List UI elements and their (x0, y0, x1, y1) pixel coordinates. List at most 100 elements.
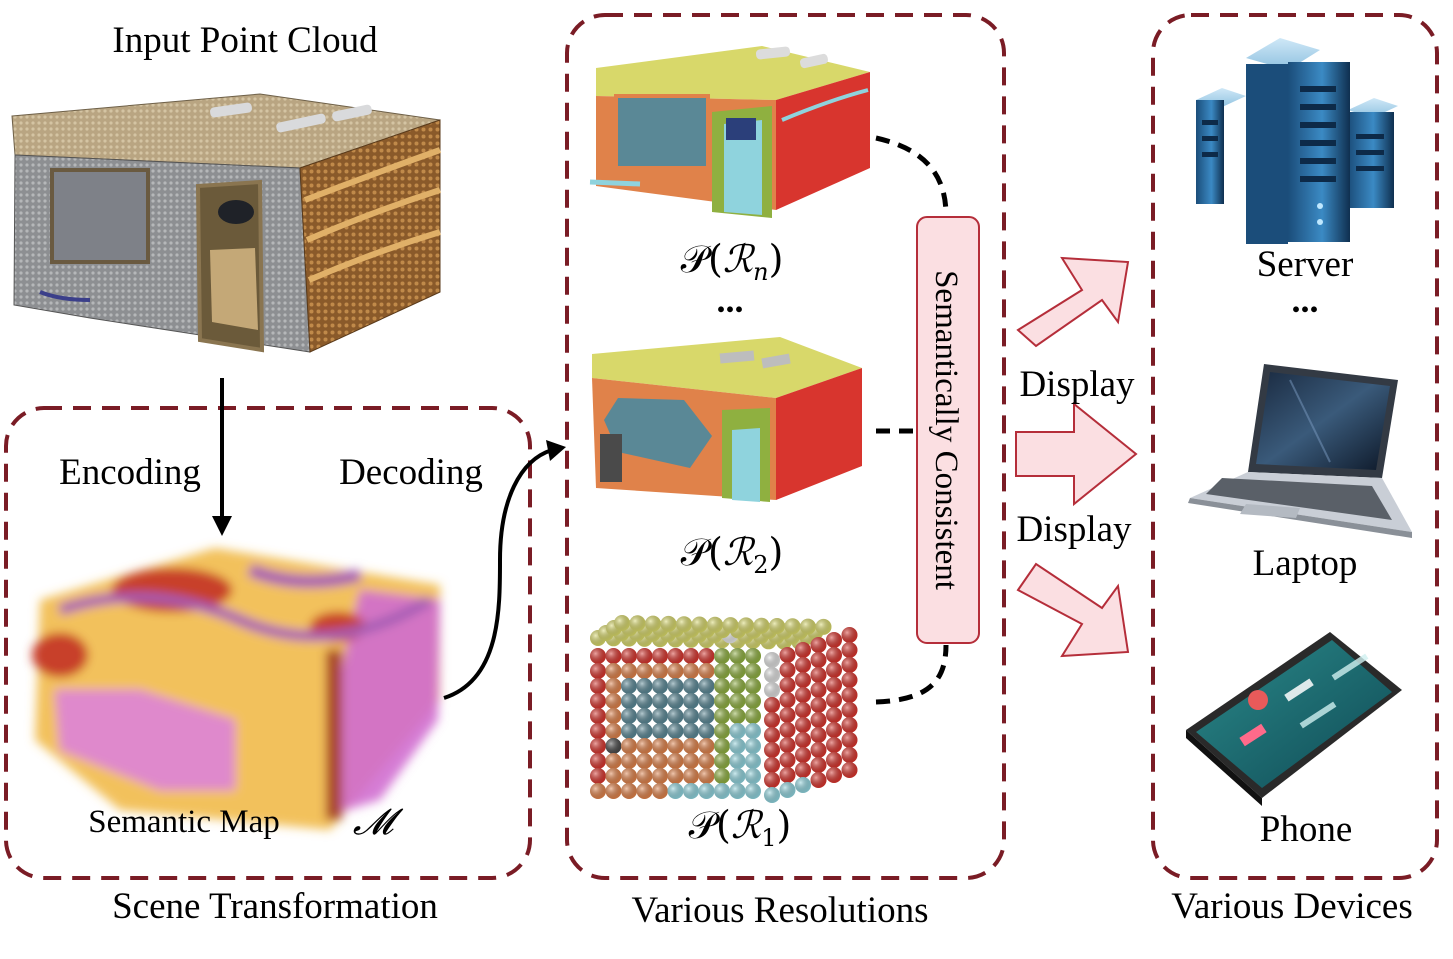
laptop-label: Laptop (1253, 543, 1358, 584)
voxel-sphere-shade (810, 697, 827, 713)
voxel-sphere-shade (764, 697, 780, 713)
voxel-sphere-shade (714, 738, 730, 754)
voxel-sphere-shade (683, 648, 699, 664)
voxel-sphere-shade (745, 708, 761, 724)
voxel-sphere-shade (683, 708, 699, 724)
voxel-sphere-shade (810, 682, 827, 698)
voxel-sphere-shade (691, 616, 708, 633)
voxel-sphere-shade (779, 677, 796, 693)
voxel-sphere-shade (764, 727, 780, 743)
voxel-sphere-shade (753, 617, 770, 634)
voxel-sphere-shade (667, 768, 684, 784)
server-label: Server (1257, 244, 1354, 285)
voxel-sphere-shade (795, 762, 811, 778)
voxel-sphere-shade (590, 678, 606, 694)
voxel-sphere-shade (784, 618, 801, 635)
voxel-sphere-shade (779, 722, 796, 738)
voxel-sphere-shade (810, 757, 827, 773)
voxel-sphere-shade (652, 768, 668, 784)
voxel-sphere-shade (738, 617, 754, 634)
voxel-sphere-shade (795, 702, 811, 718)
voxel-sphere-shade (795, 642, 811, 658)
voxel-sphere-shade (698, 708, 715, 724)
voxel-sphere-shade (590, 768, 606, 784)
voxel-sphere-shade (590, 753, 606, 769)
voxel-sphere-shade (745, 648, 761, 664)
voxel-sphere-shade (745, 693, 761, 709)
voxel-sphere-shade (729, 738, 746, 754)
voxel-sphere-shade (605, 693, 622, 709)
voxel-sphere-shade (621, 783, 637, 799)
various-devices-frame (1151, 13, 1439, 880)
voxel-sphere-shade (714, 753, 730, 769)
display-arrow-middle (1015, 401, 1138, 507)
voxel-sphere-shade (605, 738, 622, 754)
resolution-2-model (592, 337, 862, 502)
voxel-sphere-shade (826, 737, 842, 753)
input-point-cloud-title: Input Point Cloud (112, 20, 378, 61)
voxel-sphere-shade (645, 615, 661, 632)
voxel-sphere-shade (745, 783, 761, 799)
voxel-sphere-shade (729, 768, 746, 784)
voxel-sphere-shade (621, 678, 637, 694)
voxel-sphere-shade (764, 772, 780, 788)
semantically-consistent-label: Semantically Consistent (928, 270, 964, 590)
resolution-ellipsis: ... (717, 280, 744, 320)
resolution-2-label: 𝒫(ℛ2) (681, 530, 784, 579)
voxel-sphere-shade (621, 753, 637, 769)
voxel-sphere-shade (605, 783, 622, 799)
voxel-sphere-shade (605, 663, 622, 679)
voxel-sphere-shade (605, 723, 622, 739)
voxel-sphere-shade (605, 648, 622, 664)
voxel-sphere-shade (652, 693, 668, 709)
semantically-consistent-box (916, 216, 980, 644)
voxel-sphere-shade (698, 663, 715, 679)
voxel-sphere-shade (636, 678, 653, 694)
scene-transformation-frame (4, 406, 532, 880)
voxel-sphere-shade (745, 738, 761, 754)
voxel-sphere-shade (667, 678, 684, 694)
voxel-sphere-shade (698, 738, 715, 754)
phone-label: Phone (1260, 809, 1353, 850)
server-icon (1196, 38, 1398, 244)
voxel-sphere-shade (652, 648, 668, 664)
voxel-sphere-shade (729, 708, 746, 724)
voxel-sphere-shade (810, 712, 827, 728)
voxel-sphere-shade (714, 678, 730, 694)
voxel-sphere-shade (652, 663, 668, 679)
voxel-sphere-shade (800, 618, 816, 635)
voxel-sphere-shade (729, 648, 746, 664)
voxel-sphere-shade (764, 742, 780, 758)
voxel-sphere-shade (729, 783, 746, 799)
voxel-sphere-shade (841, 732, 858, 748)
voxel-sphere-shade (652, 738, 668, 754)
voxel-sphere-shade (764, 682, 780, 698)
voxel-sphere-shade (636, 693, 653, 709)
voxel-sphere-shade (714, 723, 730, 739)
voxel-sphere-shade (795, 687, 811, 703)
voxel-sphere-shade (815, 618, 832, 635)
voxel-sphere-shade (795, 777, 811, 793)
voxel-sphere-shade (826, 767, 842, 783)
voxel-sphere-shade (826, 752, 842, 768)
voxel-sphere-shade (841, 762, 858, 778)
voxel-sphere-shade (779, 737, 796, 753)
voxel-sphere-shade (590, 708, 606, 724)
voxel-sphere-shade (652, 723, 668, 739)
voxel-sphere-shade (621, 663, 637, 679)
display-label-2: Display (1016, 509, 1132, 550)
voxel-sphere-shade (826, 647, 842, 663)
voxel-sphere-shade (729, 723, 746, 739)
voxel-sphere-shade (636, 738, 653, 754)
voxel-sphere-shade (841, 747, 858, 763)
voxel-sphere-shade (826, 632, 842, 648)
voxel-sphere-shade (779, 752, 796, 768)
voxel-sphere-shade (683, 768, 699, 784)
voxel-sphere-shade (605, 708, 622, 724)
voxel-sphere-shade (683, 723, 699, 739)
voxel-sphere-shade (652, 708, 668, 724)
voxel-sphere-shade (795, 672, 811, 688)
voxel-sphere-shade (590, 738, 606, 754)
voxel-sphere-shade (636, 768, 653, 784)
